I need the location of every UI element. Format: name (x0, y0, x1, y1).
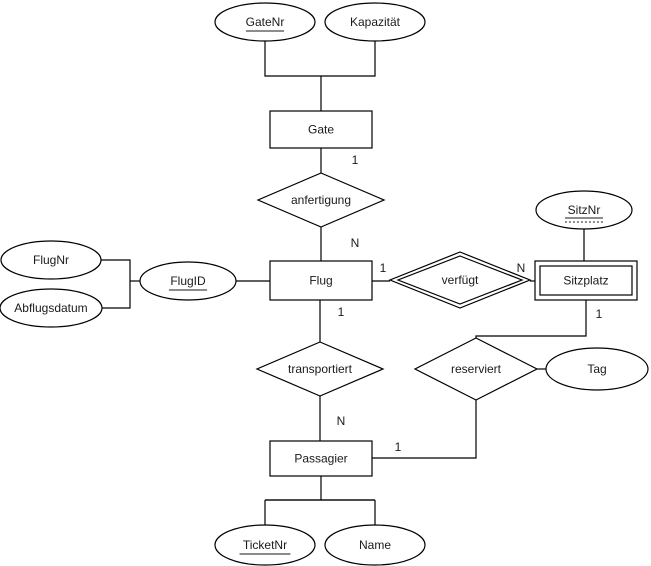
entity-gate[interactable] (269, 110, 373, 149)
attribute-abflugsdatum[interactable] (0, 288, 103, 328)
relationship-diamond-anfertigung[interactable] (256, 172, 386, 228)
cardinality-card-verfuegt-sitzplatz: N (517, 261, 526, 275)
attribute-label-kapazitaet: Kapazität (350, 15, 401, 29)
entity-label-gate: Gate (308, 123, 334, 137)
attribute-label-gatenr: GateNr (246, 15, 285, 29)
relationship-diamond-inner-verfuegt (396, 255, 524, 305)
attribute-label-flugnr: FlugNr (33, 253, 69, 267)
entity-flug[interactable] (269, 260, 373, 301)
attribute-label-tag: Tag (587, 362, 606, 376)
relationship-diamond-verfuegt[interactable] (388, 251, 532, 309)
relationship-anfertigung[interactable] (256, 172, 386, 228)
relationship-transportiert[interactable] (255, 341, 385, 397)
conn-reserviert-passagier (372, 400, 477, 459)
cardinality-card-gate-anfertigung: 1 (352, 153, 359, 167)
attribute-flugid[interactable] (139, 261, 237, 301)
attribute-ellipse-name[interactable] (324, 524, 426, 566)
cardinality-card-sitzplatz-reserviert: 1 (596, 307, 603, 321)
conn-sitzplatz-reserviert (475, 300, 587, 338)
attribute-flugnr[interactable] (0, 240, 102, 280)
attribute-name[interactable] (324, 524, 426, 566)
relationship-reserviert[interactable] (413, 337, 539, 401)
attribute-label-name: Name (359, 538, 391, 552)
relationship-diamond-reserviert[interactable] (413, 337, 539, 401)
cardinality-card-flug-transportiert: 1 (338, 305, 345, 319)
attribute-ellipse-flugid[interactable] (139, 261, 237, 301)
cardinality-card-passagier-reserviert: 1 (395, 440, 402, 454)
attribute-ellipse-flugnr[interactable] (0, 240, 102, 280)
relationship-verfuegt[interactable] (388, 251, 532, 309)
cardinality-card-transportiert-passagier: N (337, 414, 346, 428)
entity-passagier[interactable] (269, 440, 373, 477)
entity-label-passagier: Passagier (294, 452, 347, 466)
conn-gatenr-gate (264, 41, 321, 77)
entity-label-flug: Flug (309, 274, 332, 288)
attribute-label-abflugsdatum: Abflugsdatum (14, 301, 87, 315)
entity-label-sitzplatz: Sitzplatz (563, 274, 608, 288)
attribute-gatenr[interactable] (214, 2, 316, 42)
attribute-ellipse-ticketnr[interactable] (214, 524, 316, 566)
attribute-ellipse-abflugsdatum[interactable] (0, 288, 103, 328)
attribute-kapazitaet[interactable] (324, 2, 426, 42)
attribute-label-sitznr: SitzNr (568, 203, 601, 217)
attribute-ellipse-kapazitaet[interactable] (324, 2, 426, 42)
attribute-ellipse-sitznr[interactable] (535, 190, 633, 230)
conn-kapazitaet-gate (321, 41, 376, 77)
relationship-label-verfuegt: verfügt (442, 273, 479, 287)
connector-layer (101, 41, 587, 525)
entity-box-gate[interactable] (269, 110, 373, 149)
relationship-label-anfertigung: anfertigung (291, 193, 351, 207)
relationship-label-reserviert: reserviert (451, 362, 502, 376)
relationship-label-transportiert: transportiert (288, 362, 353, 376)
relationship-diamond-transportiert[interactable] (255, 341, 385, 397)
conn-flugnr-bus (101, 259, 131, 281)
attribute-ellipse-tag[interactable] (545, 347, 649, 391)
attribute-sitznr[interactable] (535, 190, 633, 230)
conn-abflugsdatum-bus (102, 281, 131, 309)
attribute-ticketnr[interactable] (214, 524, 316, 566)
entity-box-passagier[interactable] (269, 440, 373, 477)
attribute-label-ticketnr: TicketNr (243, 538, 287, 552)
entity-box-inner-sitzplatz (539, 265, 633, 296)
attribute-label-flugid: FlugID (170, 274, 206, 288)
attribute-ellipse-gatenr[interactable] (214, 2, 316, 42)
attribute-tag[interactable] (545, 347, 649, 391)
entity-box-flug[interactable] (269, 260, 373, 301)
entity-box-sitzplatz[interactable] (534, 260, 638, 301)
cardinality-card-anfertigung-flug: N (351, 236, 360, 250)
cardinality-card-flug-verfuegt: 1 (380, 261, 387, 275)
entity-sitzplatz[interactable] (534, 260, 638, 301)
